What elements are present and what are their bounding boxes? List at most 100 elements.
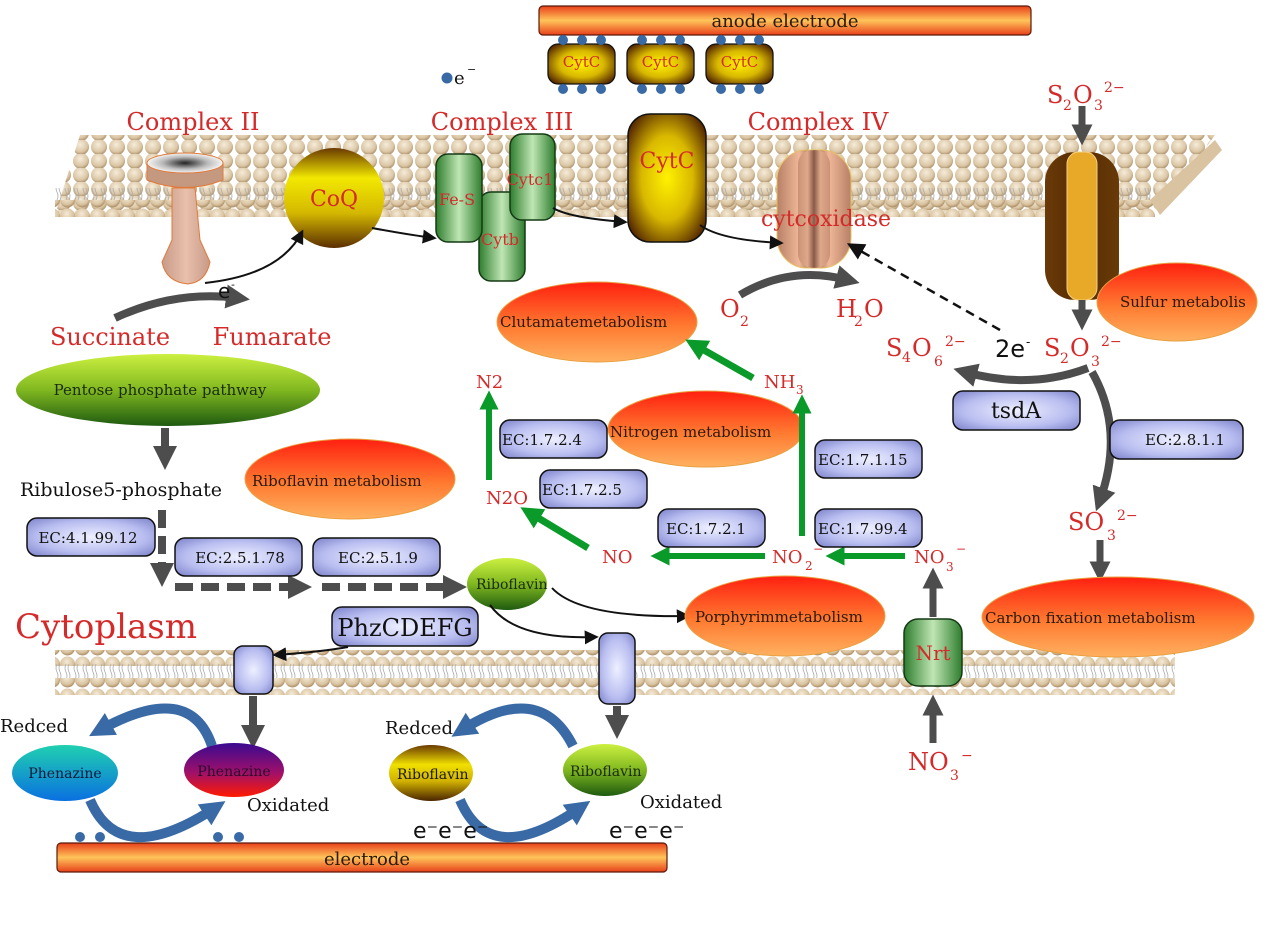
anode-cytc: CytC <box>705 35 774 94</box>
svg-text:−: − <box>961 748 973 764</box>
riboflavin-to-transporter-arrow <box>489 604 599 645</box>
svg-text:O: O <box>1070 334 1090 362</box>
electron-dot-icon <box>656 84 666 94</box>
n2o-label: N2O <box>486 488 528 509</box>
svg-text:EC:1.7.2.4: EC:1.7.2.4 <box>502 431 582 449</box>
svg-text:EC:1.7.2.5: EC:1.7.2.5 <box>542 481 622 499</box>
nrt-transporter: Nrt <box>903 618 963 687</box>
svg-text:Sulfur metabolis: Sulfur metabolis <box>1120 293 1246 311</box>
enzyme-ec-4-1-99-12: EC:4.1.99.12 <box>26 517 156 557</box>
ammonia-label: NH 3 <box>764 372 804 397</box>
svg-text:3: 3 <box>1091 354 1100 370</box>
svg-text:EC:2.5.1.78: EC:2.5.1.78 <box>195 549 285 567</box>
pentose-phosphate-node: Pentose phosphate pathway <box>16 354 320 426</box>
svg-text:O: O <box>1073 81 1093 109</box>
svg-text:2: 2 <box>1063 98 1072 114</box>
oxygen-arrow <box>737 265 860 299</box>
svg-text:S: S <box>886 334 902 362</box>
svg-text:Carbon fixation metabolism: Carbon fixation metabolism <box>985 609 1196 627</box>
enzyme-ec-1-7-1-15: EC:1.7.1.15 <box>814 439 923 479</box>
phenazine-oxidized-node: Phenazine <box>184 743 284 797</box>
cytoplasm-label: Cytoplasm <box>15 607 197 647</box>
riboflavin-reduced-label: Redced <box>385 718 453 739</box>
nitrogen-pathway-arrows <box>479 339 905 566</box>
svg-text:Clutamatemetabolism: Clutamatemetabolism <box>500 313 667 331</box>
svg-text:S: S <box>1044 334 1060 362</box>
thiosulfate-external-label: S 2 O 3 2− <box>1047 80 1125 114</box>
svg-text:NO: NO <box>914 547 945 568</box>
svg-text:H: H <box>836 295 857 323</box>
anode-electrode: anode electrode <box>538 5 1032 36</box>
electron-dot-icon <box>754 35 764 45</box>
svg-text:S: S <box>1047 81 1063 109</box>
sulfur-metabolism-node: Sulfur metabolis <box>1096 262 1258 342</box>
svg-text:Nrt: Nrt <box>915 641 950 665</box>
svg-text:Riboflavin metabolism: Riboflavin metabolism <box>252 472 422 490</box>
riboflavin-oxidized-node: Riboflavin <box>563 744 647 796</box>
svg-text:3: 3 <box>950 768 959 784</box>
svg-text:4: 4 <box>902 350 911 366</box>
svg-text:O: O <box>912 334 932 362</box>
coq-node: CoQ <box>284 148 384 248</box>
enzyme-ec-2-5-1-78: EC:2.5.1.78 <box>174 537 303 577</box>
svg-text:NO: NO <box>772 547 803 568</box>
svg-text:tsdA: tsdA <box>991 399 1042 424</box>
anode-cytc: CytC <box>547 35 616 94</box>
enzyme-ec-2-8-1-1: EC:2.8.1.1 <box>1109 419 1244 460</box>
riboflavin-transporter <box>598 632 636 705</box>
phenazine-reduce-arrow <box>89 703 217 748</box>
electron-dot-icon <box>577 84 587 94</box>
svg-text:NO: NO <box>908 748 949 776</box>
complex-iii-protein: Fe-S Cytc1 Cytb <box>435 133 556 282</box>
h2o-label: H 2 O <box>836 295 884 330</box>
phenazine-oxidated-label: Oxidated <box>247 795 329 816</box>
svg-text:Porphyrimmetabolism: Porphyrimmetabolism <box>695 608 863 626</box>
electron-dot-icon <box>754 84 764 94</box>
svg-text:3: 3 <box>796 383 804 397</box>
cytb-label: Cytb <box>481 230 519 249</box>
electron-dot-icon <box>716 35 726 45</box>
svg-text:Nitrogen metabolism: Nitrogen metabolism <box>610 423 771 441</box>
electrons-right-label: e⁻e⁻e⁻ <box>609 819 684 844</box>
svg-text:Riboflavin: Riboflavin <box>476 577 548 593</box>
anode-cytc-label: CytC <box>563 53 600 71</box>
sulfite-arrow <box>1088 370 1116 512</box>
thiosulfate-internal-label: S 2 O 3 2− <box>1044 334 1122 370</box>
svg-text:2: 2 <box>805 559 813 573</box>
nitrogen-metabolism-node: Nitrogen metabolism <box>607 390 805 468</box>
electron-dot-icon <box>735 84 745 94</box>
glutamate-metabolism-node: Clutamatemetabolism <box>496 281 698 363</box>
svg-text:2−: 2− <box>1117 508 1138 524</box>
svg-text:6: 6 <box>934 354 943 370</box>
electron-dot-icon <box>716 84 726 94</box>
tetrathionate-label: S 4 O 6 2− <box>886 334 966 370</box>
phenazine-transporter <box>233 645 274 695</box>
svg-text:Pentose phosphate pathway: Pentose phosphate pathway <box>54 381 267 399</box>
svg-text:EC:1.7.99.4: EC:1.7.99.4 <box>818 520 908 538</box>
svg-text:EC:2.5.1.9: EC:2.5.1.9 <box>338 549 418 567</box>
svg-text:e: e <box>218 279 230 303</box>
tsda-enzyme: tsdA <box>952 390 1081 431</box>
electron-flow-arrows <box>204 207 784 284</box>
svg-text:cytcoxidase: cytcoxidase <box>761 207 891 232</box>
riboflavin-reduced-node: Riboflavin <box>389 745 473 801</box>
svg-text:−: − <box>467 63 476 76</box>
svg-text:e: e <box>454 68 465 89</box>
svg-text:Phenazine: Phenazine <box>197 764 270 780</box>
fes-label: Fe-S <box>439 190 475 209</box>
nitrate-external-label: NO 3 − <box>908 748 973 784</box>
riboflavin-node: Riboflavin <box>467 558 548 610</box>
riboflavin-oxidated-label: Oxidated <box>640 792 722 813</box>
svg-text:EC:1.7.2.1: EC:1.7.2.1 <box>666 520 746 538</box>
two-electron-label: 2e <box>995 335 1025 363</box>
svg-text:SO: SO <box>1068 508 1104 536</box>
electron-dot-icon <box>558 84 568 94</box>
svg-text:−: − <box>813 542 823 556</box>
svg-text:3: 3 <box>946 560 954 574</box>
enzyme-ec-1-7-2-5: EC:1.7.2.5 <box>539 469 648 509</box>
svg-text:CoQ: CoQ <box>310 187 358 212</box>
thiosulfate-transporter <box>1045 151 1119 301</box>
svg-text:CytC: CytC <box>640 149 695 174</box>
